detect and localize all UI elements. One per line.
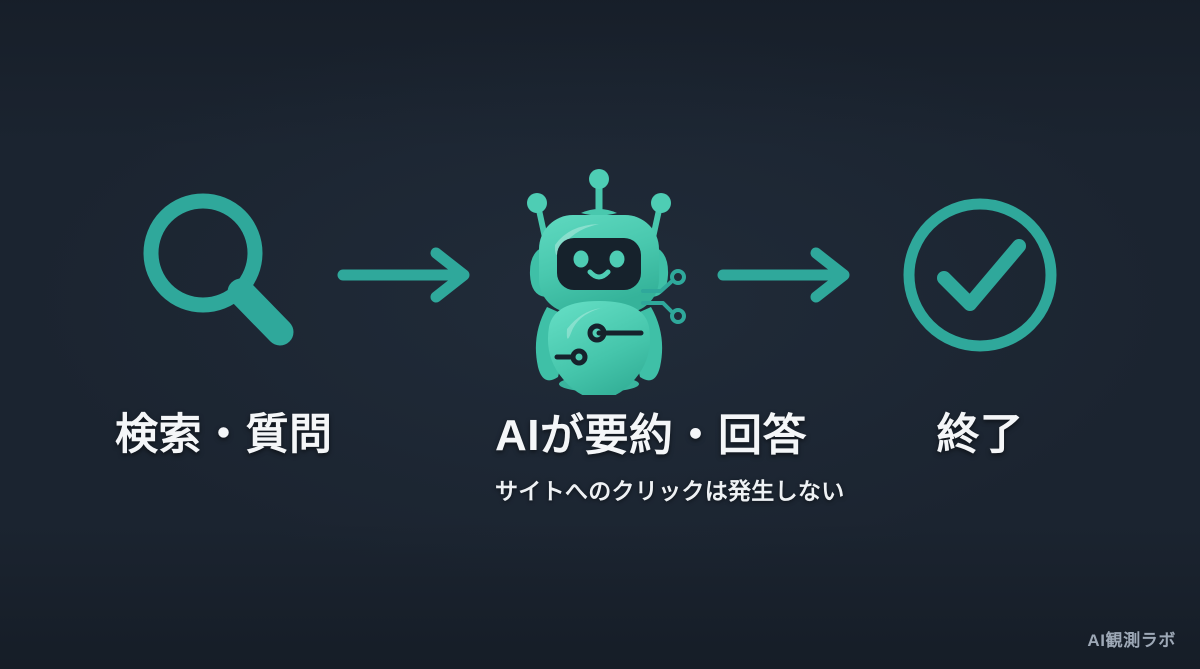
robot-eye-left <box>573 250 589 268</box>
step-label-search: 検索・質問 <box>115 411 333 459</box>
check-circle-icon <box>903 198 1057 352</box>
robot-smile <box>587 269 611 280</box>
magnifier-icon <box>143 193 294 346</box>
connector-arrow-2 <box>705 245 875 305</box>
robot-body <box>548 301 650 395</box>
arrow-right-icon <box>337 247 470 303</box>
robot-body-circuit <box>554 323 644 366</box>
step-icon-robot <box>495 155 705 395</box>
step-sublabel-ai-text: サイトへのクリックは発生しない <box>495 477 845 504</box>
step-label-ai: AIが要約・回答 サイトへのクリックは発生しない <box>495 411 845 506</box>
step-label-end-text: 終了 <box>936 411 1024 459</box>
flow-diagram-row <box>0 150 1200 400</box>
robot-icon <box>527 169 686 395</box>
watermark: AI観測ラボ <box>1087 631 1176 650</box>
robot-eye-right <box>609 250 625 268</box>
robot-side-circuit <box>641 269 686 324</box>
robot-antenna-center <box>581 169 617 216</box>
arrow-right-icon <box>717 247 850 303</box>
flow-label-row: 検索・質問 AIが要約・回答 サイトへのクリックは発生しない 終了 <box>0 412 1200 532</box>
connector-arrow-1 <box>325 245 495 305</box>
step-icon-check <box>875 190 1085 360</box>
step-icon-search <box>115 185 325 365</box>
step-label-ai-text: AIが要約・回答 <box>495 411 807 460</box>
step-label-end: 終了 <box>875 411 1085 459</box>
step-label-search-text: 検索・質問 <box>115 411 333 459</box>
robot-visor <box>557 238 641 290</box>
robot-body-gloss <box>566 308 601 339</box>
